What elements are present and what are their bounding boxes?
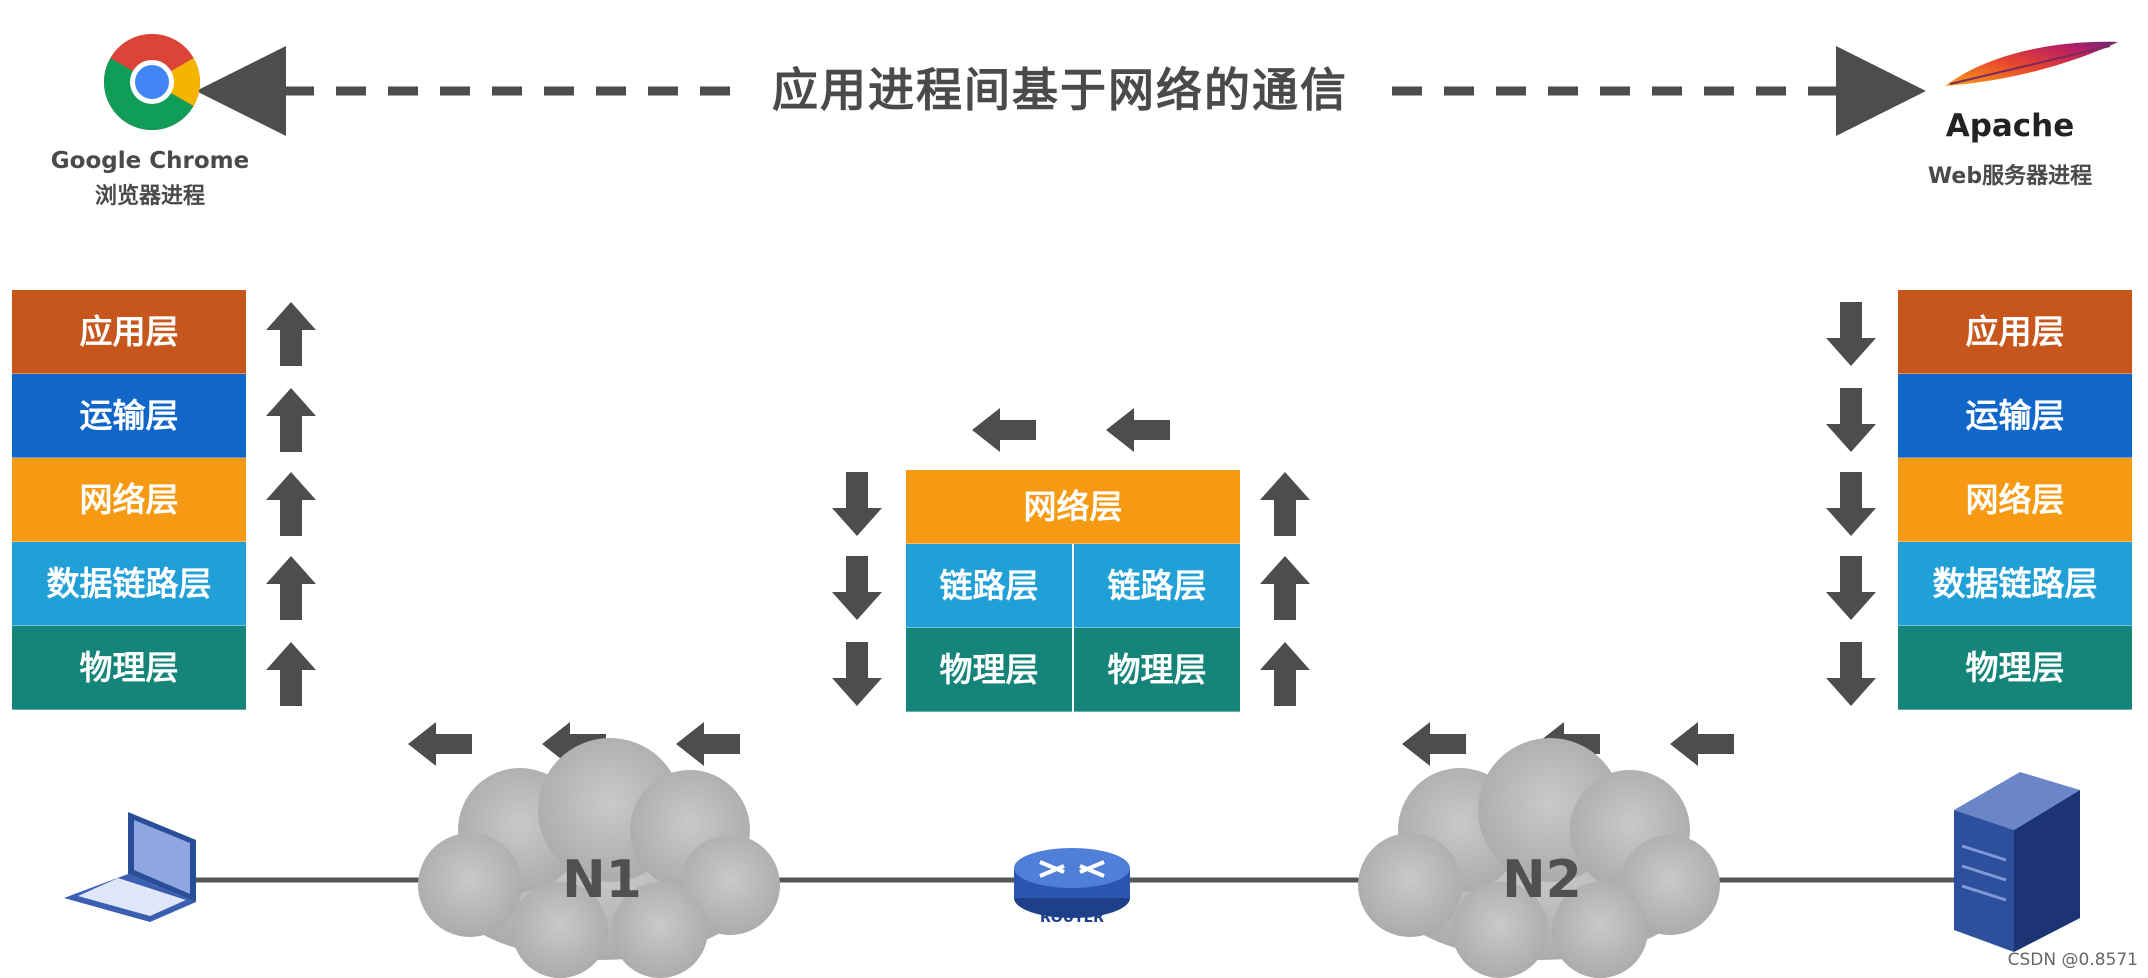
cloud-n2 bbox=[1358, 738, 1720, 978]
left-layer-physical: 物理层 bbox=[12, 626, 246, 710]
chrome-logo-icon bbox=[103, 33, 201, 131]
router-layer-network: 网络层 bbox=[906, 470, 1240, 544]
laptop-icon bbox=[64, 812, 196, 922]
server-app-name: Apache bbox=[1945, 108, 2075, 144]
network-n2-label: N2 bbox=[1502, 850, 1582, 910]
router-down-arrows bbox=[832, 472, 882, 706]
diagram-title: 应用进程间基于网络的通信 bbox=[772, 63, 1348, 117]
server-icon bbox=[1954, 772, 2080, 952]
router-layer-physical-left: 物理层 bbox=[906, 628, 1072, 712]
left-up-arrows bbox=[266, 302, 316, 706]
watermark: CSDN @0.8571 bbox=[2007, 950, 2138, 970]
right-layer-transport: 运输层 bbox=[1898, 374, 2132, 458]
router-layer-link-right: 链路层 bbox=[1074, 544, 1240, 628]
left-layer-application: 应用层 bbox=[12, 290, 246, 374]
client-app-name: Google Chrome bbox=[50, 148, 250, 174]
right-layer-datalink: 数据链路层 bbox=[1898, 542, 2132, 626]
right-layer-physical: 物理层 bbox=[1898, 626, 2132, 710]
right-layer-application: 应用层 bbox=[1898, 290, 2132, 374]
router-top-left-arrows bbox=[972, 408, 1170, 452]
right-down-arrows bbox=[1826, 302, 1876, 706]
cloud-n1 bbox=[418, 738, 780, 978]
left-layer-transport: 运输层 bbox=[12, 374, 246, 458]
client-app-subtitle: 浏览器进程 bbox=[94, 184, 205, 209]
router-label: ROUTER bbox=[1040, 910, 1104, 926]
router-icon bbox=[1014, 848, 1130, 918]
left-layer-datalink: 数据链路层 bbox=[12, 542, 246, 626]
apache-feather-icon bbox=[1945, 41, 2118, 86]
router-layer-link-left: 链路层 bbox=[906, 544, 1072, 628]
server-app-subtitle: Web服务器进程 bbox=[1927, 164, 2093, 189]
left-layer-network: 网络层 bbox=[12, 458, 246, 542]
router-layer-physical-right: 物理层 bbox=[1074, 628, 1240, 712]
network-n1-label: N1 bbox=[562, 850, 642, 910]
router-up-arrows bbox=[1260, 472, 1310, 706]
right-layer-network: 网络层 bbox=[1898, 458, 2132, 542]
